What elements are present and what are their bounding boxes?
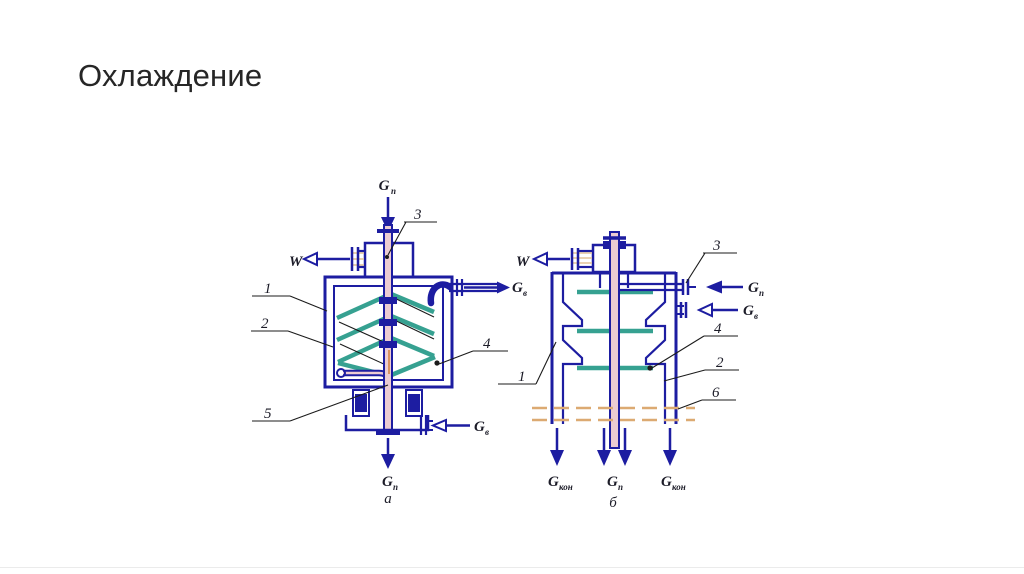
flow-sub-right-out-b: кон — [672, 482, 686, 492]
elbow-pipe-a — [336, 368, 393, 395]
caption-a: а — [384, 491, 392, 507]
part-label-5-a: 5 — [264, 406, 272, 422]
flow-label-vapor-a: W — [289, 254, 304, 270]
page-title: Охлаждение — [78, 58, 263, 93]
vapor-outlet-a — [301, 247, 365, 271]
part-label-2-a: 2 — [261, 316, 269, 332]
flow-sub-water-in-a: в — [485, 427, 489, 437]
water-inlet-b — [676, 302, 738, 318]
flow-label-product-out-a: G — [382, 474, 393, 490]
flow-label-left-out-b: G — [548, 474, 559, 490]
flow-sub-product-out-a: п — [393, 482, 398, 492]
part-label-1-a: 1 — [264, 281, 272, 297]
water-inlet-a — [419, 415, 470, 435]
vapor-outlet-b — [531, 248, 593, 270]
bottom-arrows-b — [550, 428, 677, 466]
cooling-plates-a — [336, 291, 436, 379]
part-label-4-b: 4 — [714, 321, 722, 337]
callouts-a — [251, 221, 508, 422]
part-label-1-b: 1 — [518, 369, 526, 385]
flow-label-vapor-b: W — [516, 254, 531, 270]
flow-sub-feed-a: п — [391, 186, 396, 196]
bottom-assembly-a — [344, 389, 430, 435]
part-label-4-a: 4 — [483, 336, 491, 352]
flow-label-water-out-a: G — [512, 280, 523, 296]
arrow-product-out-a — [381, 438, 395, 469]
flow-sub-water-b: в — [754, 311, 758, 321]
flow-sub-feed-b: п — [759, 288, 764, 298]
level-lines-b — [532, 406, 695, 422]
part-label-3-b: 3 — [712, 238, 721, 254]
part-label-3-a: 3 — [413, 207, 422, 223]
feed-inlet-b — [619, 279, 743, 295]
diagram-a: G п W G в G в G п 1 2 3 4 5 а — [251, 178, 527, 507]
water-outlet-a — [427, 279, 510, 307]
flow-label-water-in-a: G — [474, 419, 485, 435]
slide-bottom-border — [0, 567, 1024, 568]
flow-label-water-b: G — [743, 303, 754, 319]
part-label-6-b: 6 — [712, 385, 720, 401]
flow-label-center-out-b: G — [607, 474, 618, 490]
caption-b: б — [609, 495, 617, 511]
flow-label-feed-b: G — [748, 280, 759, 296]
flow-label-right-out-b: G — [661, 474, 672, 490]
part-label-2-b: 2 — [716, 355, 724, 371]
flow-sub-water-out-a: в — [523, 288, 527, 298]
flow-sub-center-out-b: п — [618, 482, 623, 492]
central-shaft-b — [603, 231, 626, 449]
flow-label-feed-a: G — [379, 178, 390, 194]
callouts-b — [498, 252, 739, 410]
flow-sub-left-out-b: кон — [559, 482, 573, 492]
diagram-b: W G п G в G кон G п G кон 1 2 3 4 6 б — [498, 231, 764, 511]
